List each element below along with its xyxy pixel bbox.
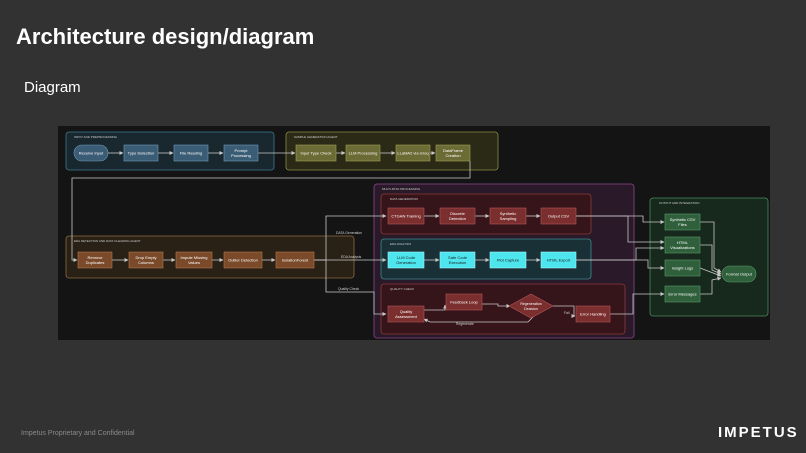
node-ctgan-training: CTGAN Training (387, 207, 425, 225)
group-label: DATA GENERATION (390, 197, 418, 201)
slide-subtitle: Diagram (24, 79, 81, 96)
node-label: Prompt (235, 148, 249, 153)
node-label: Generation (396, 260, 416, 265)
node-label: Regeneration (520, 302, 542, 306)
node-label: Sampling (500, 216, 517, 221)
node-label: File Reading (180, 151, 202, 156)
node-label: LLM Code (397, 255, 416, 260)
node-insight-logs: Insight Logs (664, 259, 701, 277)
node-llama2-groq: LLaMA2 via Groq (395, 144, 431, 162)
node-label: Safe Code (448, 255, 468, 260)
node-dataframe-creation: DataFrame Creation (435, 144, 471, 162)
node-label: Feedback Loop (450, 300, 478, 305)
node-label: Error Handling (580, 312, 606, 317)
node-label: Quality (400, 309, 412, 314)
node-label: Processing (231, 153, 251, 158)
node-label: Error Messages (668, 292, 696, 297)
node-label: Plot Capture (497, 258, 520, 263)
node-drop-empty-columns: Drop Empty Columns (128, 251, 164, 269)
node-label: Type Detection (128, 151, 155, 156)
node-html-visualizations: HTML Visualizations (664, 236, 701, 254)
edge-label-eda-analysis: EDA Analysis (341, 255, 361, 259)
group-label: EDA ANALYSIS (390, 242, 411, 246)
node-label: Receive Input (79, 151, 104, 156)
node-label: Input Type Check (300, 151, 331, 156)
edge-label-fail: Fail (564, 311, 570, 315)
node-isolation-forest: IsolationForest (275, 251, 315, 269)
node-label: Impute Missing (181, 255, 208, 260)
node-plot-capture: Plot Capture (489, 251, 527, 269)
node-regeneration-decision: Regeneration Decision (508, 293, 554, 319)
node-label: Format Output (726, 272, 753, 277)
group-label: OUTPUT AND INTEGRATION (659, 201, 699, 205)
node-synthetic-csv-files: Synthetic CSV Files (664, 213, 701, 231)
node-label: Insight Logs (672, 266, 694, 271)
node-output-csv: Output CSV (540, 207, 577, 225)
node-outlier-detection: Outlier Detection (223, 251, 263, 269)
slide-title: Architecture design/diagram (16, 24, 315, 49)
node-label: Detection (449, 216, 466, 221)
node-label: HTML Export (547, 258, 571, 263)
group-label: INPUT AND PREPROCESSING (74, 135, 118, 139)
node-label: Visualizations (670, 245, 694, 250)
node-label: HTML (677, 240, 689, 245)
node-label: IsolationForest (282, 258, 309, 263)
node-label: Files (678, 222, 686, 227)
node-label: Duplicates (86, 260, 105, 265)
node-label: Outlier Detection (228, 258, 258, 263)
footer-confidential: Impetus Proprietary and Confidential (21, 430, 135, 437)
node-format-output: Format Output (721, 265, 757, 283)
group-label: QUALITY CHECK (390, 287, 414, 291)
group-quality-check: QUALITY CHECK (380, 283, 626, 335)
edge-label-quality-check: Quality Check (338, 287, 359, 291)
node-type-detection: Type Detection (123, 144, 159, 162)
node-label: Creation (445, 153, 460, 158)
node-error-handling: Error Handling (575, 305, 611, 323)
node-label: Synthetic CSV (670, 217, 696, 222)
diagram-canvas: INPUT AND PREPROCESSING SAMPLE GENERATIO… (58, 126, 770, 340)
node-quality-assessment: Quality Assessment (387, 305, 425, 323)
node-label: Columns (138, 260, 154, 265)
node-prompt-processing: Prompt Processing (223, 144, 259, 162)
node-label: Drop Empty (135, 255, 156, 260)
node-receive-input: Receive Input (73, 144, 109, 162)
node-label: Assessment (395, 314, 418, 319)
node-label: Values (188, 260, 200, 265)
node-llm-processing: LLM Processing (345, 144, 381, 162)
node-impute-missing-values: Impute Missing Values (175, 251, 213, 269)
node-label: Output CSV (548, 214, 570, 219)
node-error-messages: Error Messages (664, 285, 701, 303)
node-discrete-detection: Discrete Detection (439, 207, 476, 225)
edge-label-data-generation: DATA Generation (336, 231, 362, 235)
group-label: MULTI-PATH PROCESSING (382, 187, 421, 191)
node-label: Execution (449, 260, 467, 265)
node-label: Remove (88, 255, 104, 260)
node-label: LLaMA2 via Groq (397, 151, 428, 156)
node-feedback-loop: Feedback Loop (445, 293, 483, 311)
node-label: Decision (524, 307, 538, 311)
architecture-diagram: INPUT AND PREPROCESSING SAMPLE GENERATIO… (65, 131, 769, 339)
node-safe-code-execution: Safe Code Execution (439, 251, 476, 269)
node-html-export: HTML Export (540, 251, 577, 269)
node-label: LLM Processing (349, 151, 378, 156)
edges (71, 151, 722, 323)
brand-logo: IMPETUS (718, 424, 799, 441)
node-file-reading: File Reading (173, 144, 209, 162)
node-label: Discrete (450, 211, 465, 216)
group-label: EDA DETECTION AND DATA CLEANING AGENT (74, 239, 141, 243)
node-remove-duplicates: Remove Duplicates (77, 251, 113, 269)
node-label: CTGAN Training (391, 214, 420, 219)
node-label: DataFrame (443, 148, 464, 153)
node-llm-code-generation: LLM Code Generation (387, 251, 425, 269)
group-label: SAMPLE GENERATION AGENT (294, 135, 338, 139)
node-input-type-check: Input Type Check (295, 144, 337, 162)
node-synthetic-sampling: Synthetic Sampling (489, 207, 527, 225)
node-label: Synthetic (500, 211, 516, 216)
edge-label-regenerate: Regenerate (456, 322, 474, 326)
